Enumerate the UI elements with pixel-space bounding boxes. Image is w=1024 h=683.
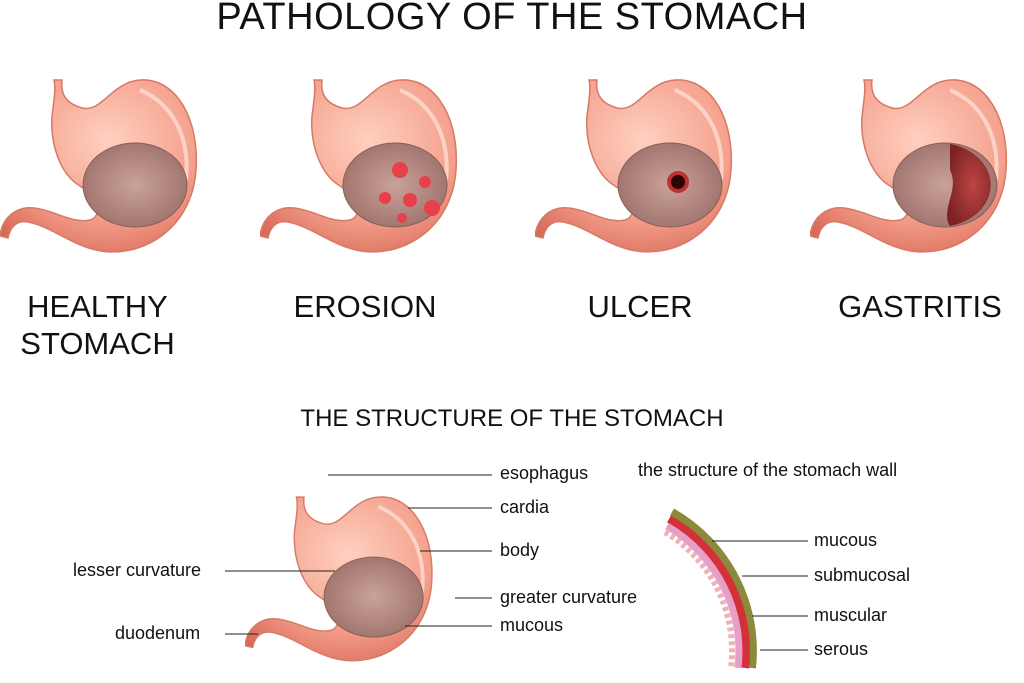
label-wall-serous: serous — [814, 639, 869, 659]
page-title: PATHOLOGY OF THE STOMACH — [216, 0, 808, 38]
label-cardia: cardia — [500, 497, 550, 517]
gastritis-stomach-illustration — [810, 60, 1020, 270]
label-mucous: mucous — [500, 615, 564, 635]
structure-stomach-illustration — [240, 478, 450, 678]
label-body: body — [500, 540, 540, 560]
label-esophagus: esophagus — [500, 463, 589, 483]
submucosal-layer — [665, 522, 743, 669]
label-duodenum: duodenum — [115, 623, 201, 643]
stomach-wall-layers — [663, 508, 757, 669]
erosion-stomach-illustration — [260, 60, 470, 270]
label-wall-submucosal: submucosal — [814, 565, 911, 585]
healthy-stomach-illustration — [0, 60, 210, 270]
label-lesser-curvature: lesser curvature — [73, 560, 202, 580]
wall-title: the structure of the stomach wall — [638, 460, 898, 480]
ulcer-stomach-illustration — [535, 60, 745, 270]
label-wall-muscular: muscular — [814, 605, 888, 625]
structure-title: THE STRUCTURE OF THE STOMACH — [300, 405, 724, 432]
label-gastritis: GASTRITIS — [838, 289, 1002, 324]
muscular-layer — [667, 515, 750, 669]
label-wall-mucous: mucous — [814, 530, 878, 550]
label-erosion: EROSION — [293, 289, 437, 324]
label-ulcer: ULCER — [587, 289, 693, 324]
serous-layer — [670, 508, 757, 669]
label-greater-curvature: greater curvature — [500, 587, 638, 607]
mucous-layer — [663, 529, 736, 669]
